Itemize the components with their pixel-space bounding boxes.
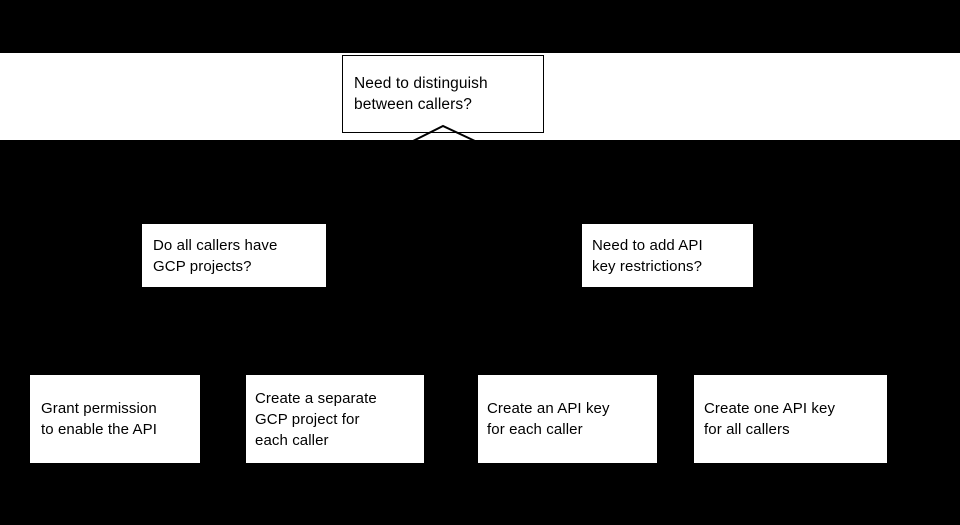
node-create-one-api-key-all-callers[interactable]: Create one API key for all callers [694,375,887,463]
node-root-label: Need to distinguish between callers? [354,75,488,113]
node-create-separate-gcp-project[interactable]: Create a separate GCP project for each c… [246,375,424,463]
node-need-to-add-api-key-restrictions[interactable]: Need to add API key restrictions? [582,224,753,287]
node-need-to-distinguish-callers[interactable]: Need to distinguish between callers? [342,55,544,133]
connector-root-down-chevron [412,124,476,142]
node-separate-project-label: Create a separate GCP project for each c… [255,389,377,449]
node-key-all-label: Create one API key for all callers [704,400,836,438]
node-grant-label: Grant permission to enable the API [41,400,157,438]
node-restrictions-label: Need to add API key restrictions? [592,236,703,275]
node-gcp-label: Do all callers have GCP projects? [153,236,278,275]
node-key-each-label: Create an API key for each caller [487,400,610,438]
node-grant-permission-enable-api[interactable]: Grant permission to enable the API [30,375,200,463]
node-do-all-callers-have-gcp-projects[interactable]: Do all callers have GCP projects? [142,224,326,287]
node-create-api-key-each-caller[interactable]: Create an API key for each caller [478,375,657,463]
